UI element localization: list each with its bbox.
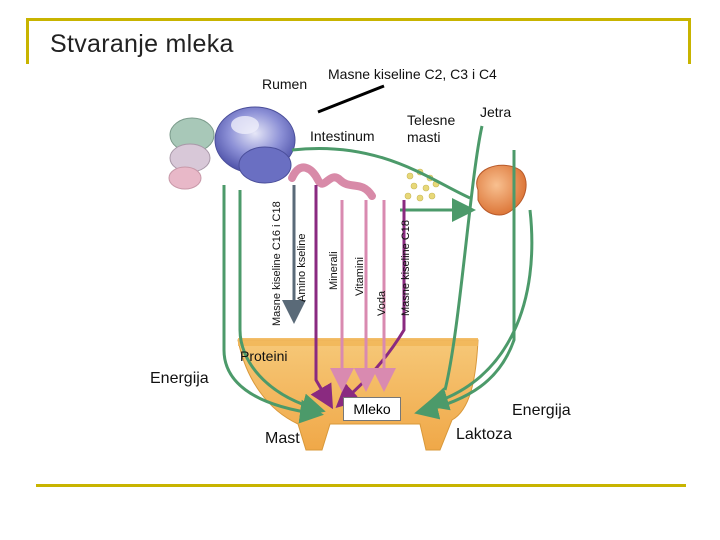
rumen-link-line xyxy=(317,84,385,114)
label-proteins: Proteini xyxy=(240,348,288,364)
green-flow-arrows xyxy=(222,125,534,424)
label-rumen: Rumen xyxy=(262,76,308,92)
label-amino-acids: Amino kseline xyxy=(296,233,308,302)
label-energy-left: Energija xyxy=(150,370,209,387)
label-lactose: Laktoza xyxy=(456,426,513,443)
label-liver: Jetra xyxy=(480,104,512,120)
label-energy-right: Energija xyxy=(512,402,571,419)
pink-flow-arrows xyxy=(330,200,396,392)
label-intestine: Intestinum xyxy=(310,128,375,144)
label-fatty-acids-c16-c18: Masne kiseline C16 i C18 xyxy=(271,201,283,326)
frame-top-accent xyxy=(26,18,691,21)
slide-title: Stvaranje mleka xyxy=(50,30,234,58)
label-fat: Mast xyxy=(265,430,300,447)
label-minerals: Minerali xyxy=(328,251,340,290)
label-water: Voda xyxy=(376,290,388,316)
frame-bottom-accent xyxy=(36,484,686,487)
label-fatty-acids-c2-c4: Masne kiseline C2, C3 i C4 xyxy=(328,66,497,82)
label-fatty-acids-c18: Masne kiseline C18 xyxy=(400,220,412,316)
frame-right-accent xyxy=(688,18,691,64)
stomach-illustration xyxy=(168,106,296,190)
label-vitamins: Vitamini xyxy=(354,257,366,296)
liver-illustration xyxy=(476,164,527,216)
intestine-illustration xyxy=(288,163,376,200)
label-body-fat: Telesne masti xyxy=(407,112,456,145)
frame-left-accent xyxy=(26,18,29,64)
label-milk: Mleko xyxy=(343,397,401,421)
